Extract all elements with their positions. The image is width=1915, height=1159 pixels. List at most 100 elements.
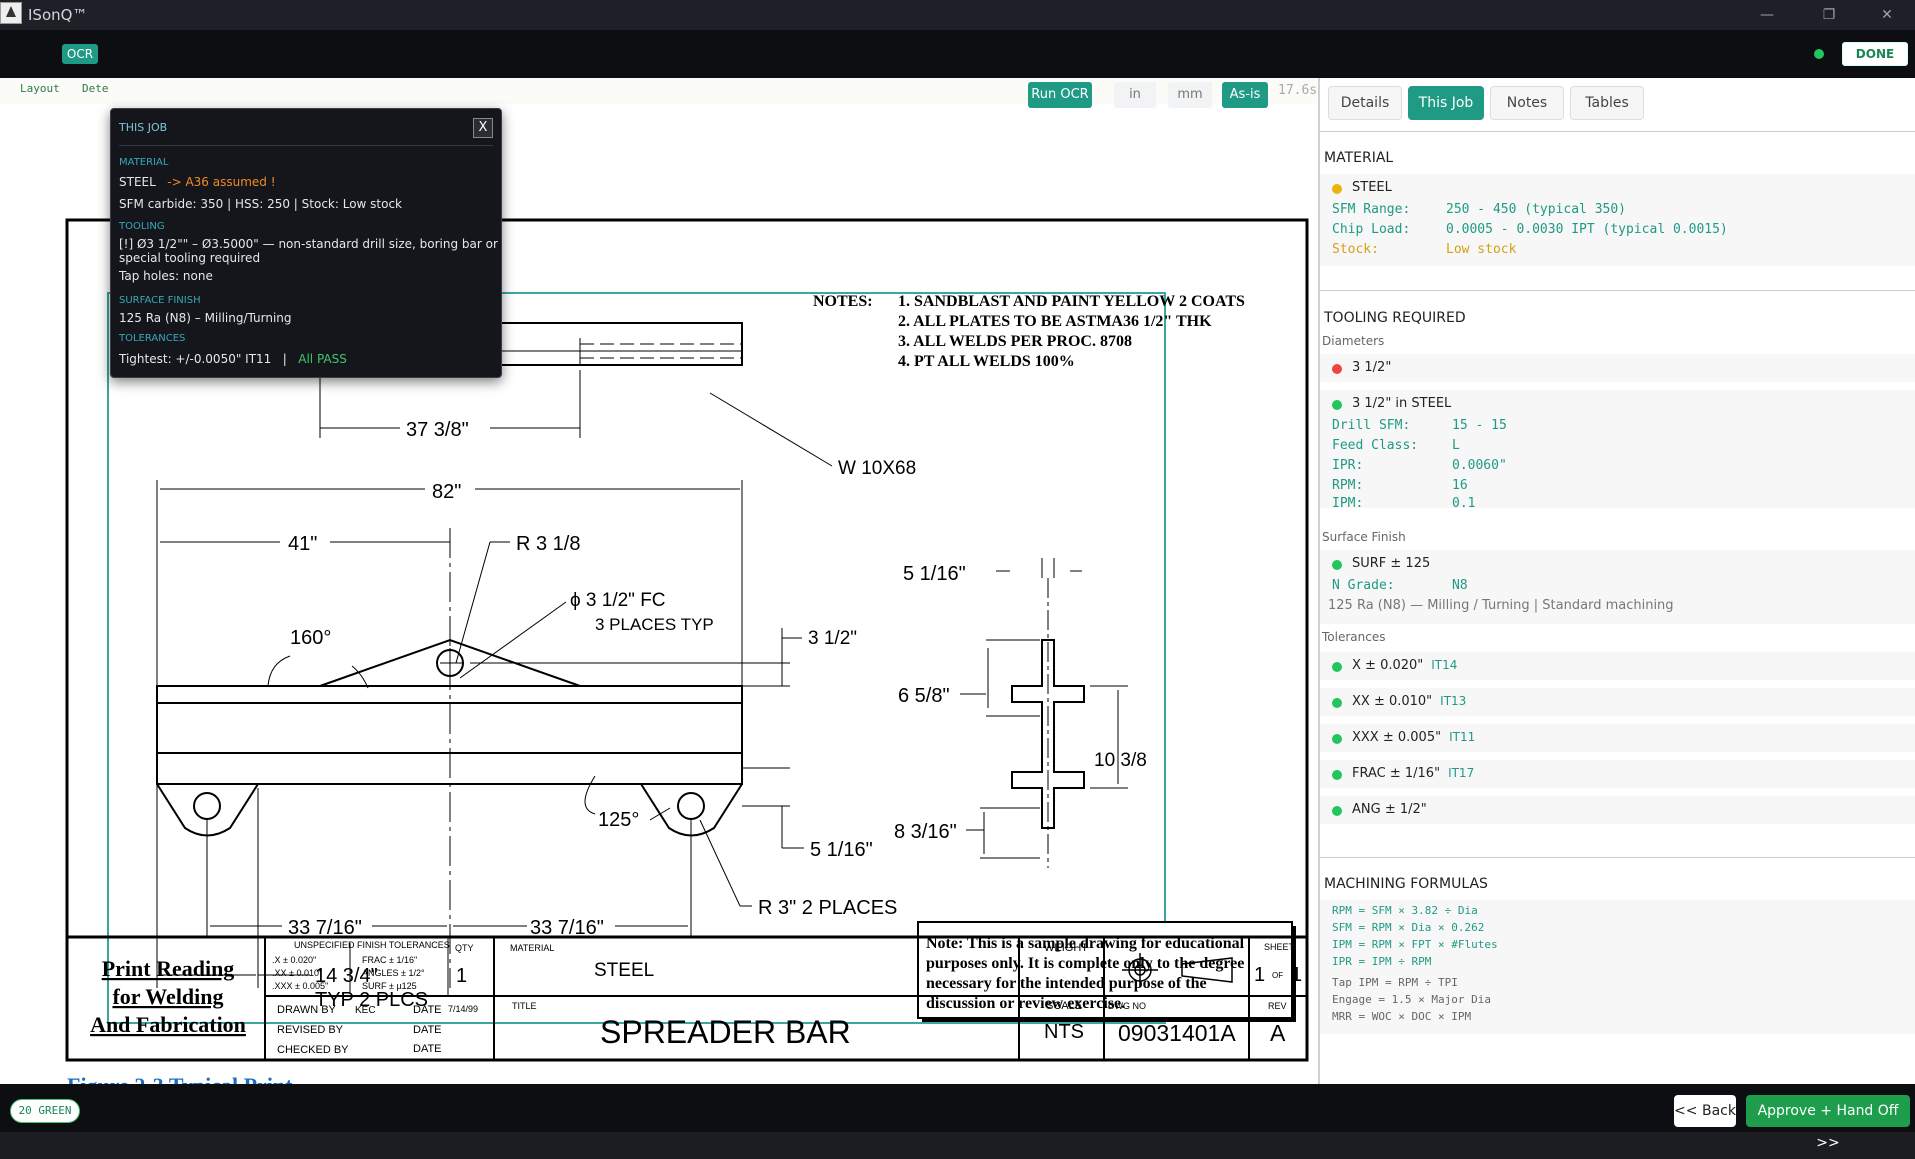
tol-it-grade: IT13 xyxy=(1440,694,1467,708)
dim-41: 41" xyxy=(288,533,317,555)
tb-date: 7/14/99 xyxy=(448,1004,478,1014)
popup-sfm: SFM carbide: 350 | HSS: 250 | Stock: Low… xyxy=(119,197,403,211)
popup-close-button[interactable]: X xyxy=(473,118,493,138)
popup-tolerance: Tightest: +/-0.0050" IT11 | All PASS xyxy=(119,352,347,366)
tb-date-label: DATE xyxy=(413,1024,442,1036)
tb-title: SPREADER BAR xyxy=(600,1014,851,1050)
close-icon[interactable]: ✕ xyxy=(1881,7,1893,23)
app-title: ISonQ™ xyxy=(28,6,88,24)
ocr-tab[interactable]: OCR xyxy=(62,44,98,64)
green-count-badge: 20 GREEN xyxy=(10,1099,80,1123)
tol-text: ANG ± 1/2" xyxy=(1352,802,1427,817)
tol-value: XX ± 0.010" IT13 xyxy=(1352,694,1466,709)
unit-asis-button[interactable]: As-is xyxy=(1222,82,1268,108)
finish-note: 125 Ra (N8) — Milling / Turning | Standa… xyxy=(1328,598,1674,613)
tb-material-label: MATERIAL xyxy=(510,943,554,953)
status-indicator xyxy=(1814,49,1824,59)
chip-label: Chip Load: xyxy=(1332,222,1411,237)
formula-line: MRR = WOC × DOC × IPM xyxy=(1332,1010,1472,1023)
hole-callout: ϕ 3 1/2" FC xyxy=(570,590,666,611)
dim-3-1-2: 3 1/2" xyxy=(808,628,857,649)
tab-this-job[interactable]: This Job xyxy=(1408,86,1484,120)
done-button[interactable]: DONE xyxy=(1842,42,1908,66)
tol-status-dot xyxy=(1332,734,1342,744)
dim-37-3-8: 37 3/8" xyxy=(406,419,469,441)
unit-in-button[interactable]: in xyxy=(1114,82,1156,108)
tol-status-dot xyxy=(1332,662,1342,672)
note-box-line: Note: This is a sample drawing for educa… xyxy=(926,935,1245,952)
dim-82: 82" xyxy=(432,481,461,503)
back-button[interactable]: << Back xyxy=(1674,1095,1736,1127)
tb-qty: 1 xyxy=(456,965,467,987)
tooling-heading: TOOLING REQUIRED xyxy=(1324,310,1466,326)
popup-material: STEEL -> A36 assumed ! xyxy=(119,175,276,189)
popup-divider xyxy=(119,145,493,146)
tolerance-row: FRAC ± 1/16" IT17 xyxy=(1320,760,1915,788)
tol-text: FRAC ± 1/16" xyxy=(1352,766,1441,781)
unit-mm-button[interactable]: mm xyxy=(1168,82,1212,108)
tolerance-row: XX ± 0.010" IT13 xyxy=(1320,688,1915,716)
approve-handoff-button[interactable]: Approve + Hand Off >> xyxy=(1746,1095,1910,1151)
tol-text: XX ± 0.010" xyxy=(1352,694,1433,709)
popup-tol-heading: TOLERANCES xyxy=(119,333,186,344)
popup-tol-pass: All PASS xyxy=(298,352,347,366)
tb-tol: FRAC ± 1/16" xyxy=(362,955,417,965)
tb-sheet: 1 xyxy=(1254,964,1265,986)
tb-tol: ANGLES ± 1/2° xyxy=(362,968,425,978)
hole-callout-qty: 3 PLACES TYP xyxy=(595,615,714,634)
book-title-line: And Fabrication xyxy=(90,1012,246,1037)
dim-typ-2-plcs: TYP 2 PLCS xyxy=(315,989,428,1011)
note-box-line: purposes only. It is complete only to th… xyxy=(926,955,1244,972)
tol-value: FRAC ± 1/16" IT17 xyxy=(1352,766,1474,781)
title-block xyxy=(65,935,1309,1062)
tab-details[interactable]: Details xyxy=(1328,86,1402,120)
diameters-heading: Diameters xyxy=(1322,334,1385,348)
tol-status-dot xyxy=(1332,806,1342,816)
popup-material-heading: MATERIAL xyxy=(119,157,169,168)
tb-of: OF xyxy=(1272,971,1283,980)
tb-scale-label: SCALE xyxy=(1046,1000,1082,1012)
surface-finish-heading: Surface Finish xyxy=(1322,530,1406,544)
run-ocr-button[interactable]: Run OCR xyxy=(1028,82,1092,108)
drill-value: 16 xyxy=(1452,478,1468,493)
ngrade-value: N8 xyxy=(1452,578,1468,593)
tol-it-grade: IT14 xyxy=(1431,658,1458,672)
tol-status-dot xyxy=(1332,770,1342,780)
tb-rev: A xyxy=(1270,1020,1286,1046)
note-line: 1. SANDBLAST AND PAINT YELLOW 2 COATS xyxy=(898,293,1245,310)
restore-icon[interactable]: ❐ xyxy=(1822,7,1836,23)
layout-subtab[interactable]: Layout xyxy=(20,82,60,95)
popup-finish-heading: SURFACE FINISH xyxy=(119,295,201,306)
tol-text: XXX ± 0.005" xyxy=(1352,730,1442,745)
ocr-timer: 17.6s xyxy=(1278,83,1318,98)
popup-material-warning: -> A36 assumed ! xyxy=(167,175,276,189)
formula-line: SFM = RPM × Dia × 0.262 xyxy=(1332,921,1485,934)
dim-5-1-16-lower: 5 1/16" xyxy=(810,839,873,861)
minimize-icon[interactable]: — xyxy=(1760,7,1774,23)
formula-line: IPR = IPM ÷ RPM xyxy=(1332,955,1432,968)
tb-unspecified: UNSPECIFIED FINISH TOLERANCES xyxy=(294,940,450,950)
popup-tap-holes: Tap holes: none xyxy=(119,269,213,283)
drill-label: Drill SFM: xyxy=(1332,418,1411,433)
dim-33-7-16-left: 33 7/16" xyxy=(288,917,362,939)
popup-material-name: STEEL xyxy=(119,175,156,189)
tol-it-grade: IT17 xyxy=(1448,766,1475,780)
tab-notes[interactable]: Notes xyxy=(1490,86,1564,120)
tab-tables[interactable]: Tables xyxy=(1570,86,1644,120)
drill-card: 3 1/2" in STEEL Drill SFM: 15 - 15 Feed … xyxy=(1320,390,1915,511)
sfm-label: SFM Range: xyxy=(1332,202,1411,217)
detect-subtab[interactable]: Dete xyxy=(82,82,109,95)
app-logo xyxy=(0,2,22,24)
job-panel: Details This Job Notes Tables MATERIAL S… xyxy=(1318,78,1915,1084)
stock-label: Stock: xyxy=(1332,242,1379,257)
tb-date-label: DATE xyxy=(413,1043,442,1055)
title-bar: ISonQ™ — ❐ ✕ xyxy=(0,0,1915,30)
tolerance-row: XXX ± 0.005"IT11 xyxy=(1320,724,1915,752)
angle-125: 125° xyxy=(598,809,639,831)
sfm-value: 250 - 450 (typical 350) xyxy=(1446,202,1627,217)
diameter-status-dot xyxy=(1332,364,1342,374)
note-line: 2. ALL PLATES TO BE ASTMA36 1/2" THK xyxy=(898,313,1212,330)
note-line: 3. ALL WELDS PER PROC. 8708 xyxy=(898,333,1132,350)
tb-title-label: TITLE xyxy=(512,1001,537,1011)
formulas-heading: MACHINING FORMULAS xyxy=(1324,876,1488,892)
